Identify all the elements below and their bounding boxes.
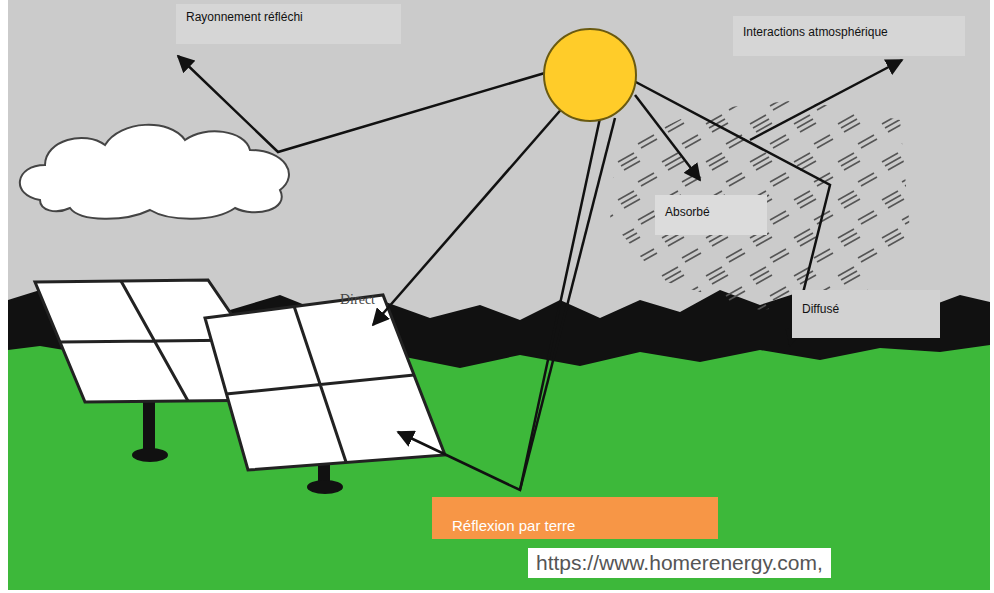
label-box: Diffusé (792, 290, 940, 338)
watermark: https://www.homerenergy.com, (528, 548, 831, 578)
sun (544, 29, 636, 121)
atmosphere-hatching (610, 100, 910, 310)
node-text: Absorbé (665, 205, 757, 219)
node-text: Interactions atmosphérique (743, 25, 955, 39)
direct-label: Direct (340, 292, 375, 308)
node-text: Diffusé (802, 302, 930, 316)
label-box: Rayonnement réfléchi (176, 4, 401, 44)
label-box: Interactions atmosphérique (733, 16, 965, 56)
cloud (20, 125, 289, 219)
solar-panel (205, 295, 445, 494)
label-box: Absorbé (655, 195, 767, 235)
callout-box: Réflexion par terre (432, 497, 718, 539)
ray-lines (178, 56, 902, 490)
node-text: Réflexion par terre (452, 517, 698, 534)
node-text: Rayonnement réfléchi (186, 10, 391, 24)
sky (8, 0, 990, 590)
